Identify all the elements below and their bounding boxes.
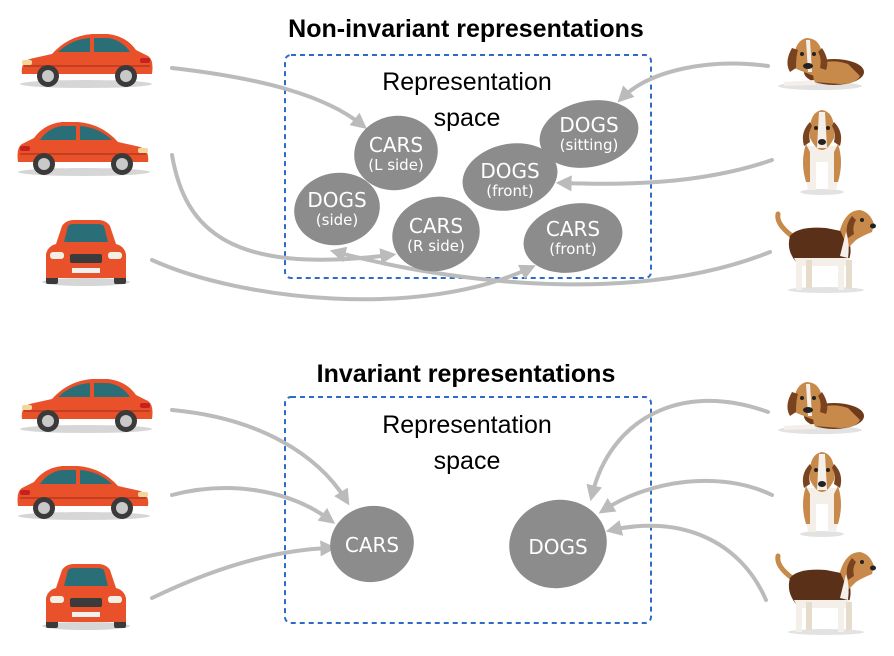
dog-lying-image-2 <box>778 382 864 434</box>
cluster-dogs-front-name: DOGS <box>480 159 539 183</box>
bottom-arrows <box>150 398 774 602</box>
cluster-dogs: DOGS <box>509 499 607 589</box>
dog-standing-image-2 <box>778 552 876 635</box>
dog-sitting-image-2 <box>800 452 844 537</box>
arrow-car-left-to-cars-l <box>170 66 367 130</box>
top-arrows <box>150 61 774 302</box>
car-left-side-image <box>19 33 154 89</box>
dog-sitting-image <box>800 110 844 195</box>
top-space-label-line1: Representation <box>382 68 552 96</box>
bottom-clusters: CARS DOGS <box>330 499 607 589</box>
arrow-dog-standing-to-dogs <box>605 520 768 602</box>
car-front-image <box>42 220 130 286</box>
cluster-dogs-front: DOGS (front) <box>462 143 558 211</box>
car-right-side-image <box>16 121 151 177</box>
top-clusters: CARS (L side) DOGS (sitting) DOGS (front… <box>294 100 639 273</box>
cluster-cars-l-side: CARS (L side) <box>354 115 438 191</box>
car-front-image-2 <box>42 564 130 630</box>
cluster-dogs-side-name: DOGS <box>307 188 366 212</box>
cluster-dogs-front-sub: (front) <box>486 182 533 200</box>
cluster-cars-front: CARS (front) <box>523 203 623 273</box>
arrow-car-front-to-cars <box>150 540 337 600</box>
arrow-dog-standing-to-dogs-side <box>329 246 772 287</box>
cluster-dogs-side-sub: (side) <box>316 211 358 229</box>
arrow-dog-lying-to-dogs-sitting <box>617 61 770 103</box>
bottom-panel: Invariant representations Representation… <box>16 360 877 635</box>
cluster-cars-r-side-name: CARS <box>409 214 463 238</box>
cluster-dogs-side: DOGS (side) <box>294 172 380 246</box>
cluster-cars-l-side-sub: (L side) <box>368 156 424 174</box>
bottom-space-label-line1: Representation <box>382 411 552 439</box>
cluster-cars: CARS <box>330 505 414 583</box>
cluster-cars-front-sub: (front) <box>549 240 596 258</box>
dog-standing-image <box>778 210 876 293</box>
cluster-dogs-sitting-sub: (sitting) <box>560 136 619 154</box>
cluster-cars-front-name: CARS <box>546 217 600 241</box>
arrow-dog-lying-to-dogs <box>586 398 770 502</box>
cluster-cars-r-side-sub: (R side) <box>407 237 465 255</box>
arrow-car-front-to-cars-front <box>150 258 536 302</box>
car-right-side-image-2 <box>16 465 151 521</box>
car-left-side-image-2 <box>19 378 154 434</box>
arrow-car-left-to-cars <box>170 408 350 506</box>
top-panel-title: Non-invariant representations <box>288 15 644 43</box>
dog-lying-image <box>778 38 864 90</box>
arrow-dog-sitting-to-dogs <box>598 478 774 514</box>
cluster-cars-l-side-name: CARS <box>369 133 423 157</box>
bottom-representation-space-box <box>284 396 652 624</box>
bottom-space-label-line2: space <box>434 447 501 475</box>
cluster-dogs-sitting-name: DOGS <box>559 113 618 137</box>
bottom-panel-title: Invariant representations <box>317 360 616 388</box>
cluster-cars-name: CARS <box>345 533 399 557</box>
cluster-dogs-name: DOGS <box>528 535 587 559</box>
arrow-car-right-to-cars <box>170 486 336 524</box>
top-panel: Non-invariant representations Representa… <box>16 15 877 302</box>
cluster-cars-r-side: CARS (R side) <box>392 196 480 272</box>
arrow-dog-sitting-to-dogs-front <box>555 158 774 192</box>
top-space-label-line2: space <box>434 104 501 132</box>
cluster-dogs-sitting: DOGS (sitting) <box>539 100 639 168</box>
